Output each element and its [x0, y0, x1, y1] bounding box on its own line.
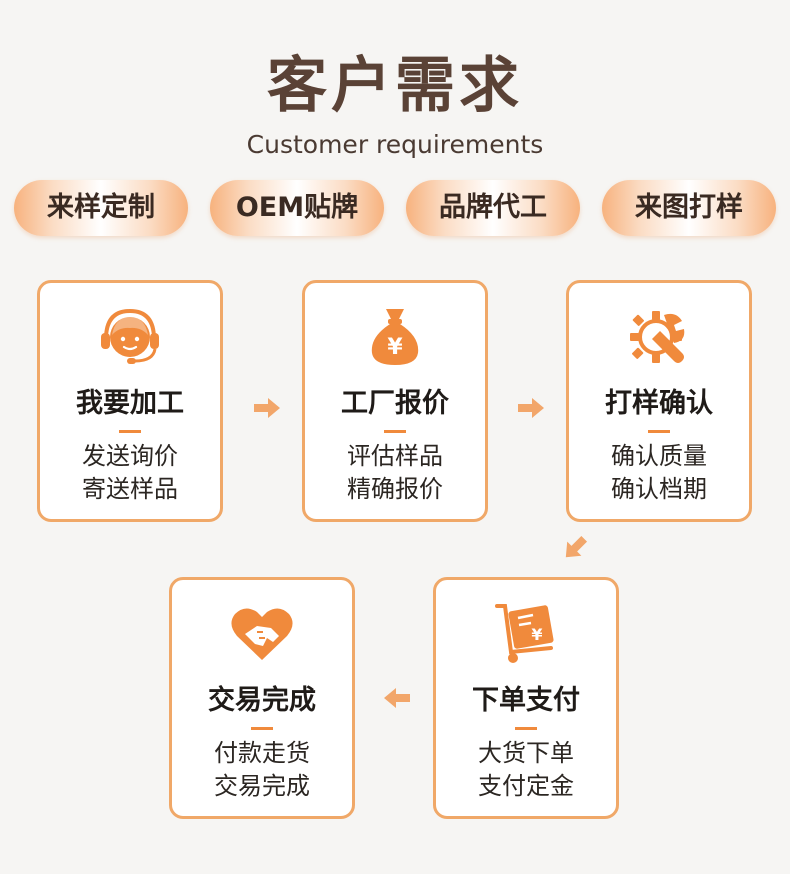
divider [515, 727, 537, 730]
step-title: 打样确认 [605, 388, 713, 419]
step-card-order-payment: ¥ 下单支付 大货下单 支付定金 [433, 577, 619, 819]
divider [648, 430, 670, 433]
gear-wrench-icon [630, 311, 685, 363]
page-title: 客户需求 [267, 51, 523, 121]
step-detail: 确认档期 [611, 475, 707, 503]
page-subtitle: Customer requirements [246, 130, 544, 159]
step-title: 我要加工 [76, 388, 184, 419]
step-detail: 支付定金 [478, 772, 574, 800]
arrow-right-icon [518, 398, 544, 418]
svg-text:¥: ¥ [531, 625, 542, 644]
customer-service-headset-icon [101, 308, 159, 364]
step-detail: 评估样品 [347, 442, 443, 470]
service-tags: 来样定制 OEM贴牌 品牌代工 来图打样 [14, 180, 776, 236]
step-detail: 寄送样品 [82, 475, 178, 503]
step-detail: 精确报价 [347, 475, 443, 503]
step-card-factory-quote: ¥ 工厂报价 评估样品 精确报价 [302, 280, 488, 522]
tag-drawing-sampling: 来图打样 [602, 180, 776, 236]
divider [384, 430, 406, 433]
step-card-sample-confirm: 打样确认 确认质量 确认档期 [566, 280, 752, 522]
step-card-processing-request: 我要加工 发送询价 寄送样品 [37, 280, 223, 522]
divider [251, 727, 273, 730]
svg-text:¥: ¥ [387, 335, 403, 360]
step-title: 下单支付 [472, 685, 580, 716]
money-bag-yen-icon: ¥ [371, 309, 419, 365]
arrow-right-icon [254, 398, 280, 418]
arrow-left-icon [384, 688, 410, 708]
step-detail: 交易完成 [214, 772, 310, 800]
heart-handshake-icon [231, 608, 293, 660]
cart-invoice-yen-icon: ¥ [495, 604, 554, 663]
step-title: 交易完成 [208, 685, 316, 716]
step-detail: 发送询价 [82, 442, 178, 470]
step-detail: 大货下单 [478, 739, 574, 767]
tag-sample-customization: 来样定制 [14, 180, 188, 236]
tag-oem: OEM贴牌 [210, 180, 384, 236]
step-title: 工厂报价 [341, 388, 449, 419]
tag-brand-manufacturing: 品牌代工 [406, 180, 580, 236]
step-card-transaction-complete: 交易完成 付款走货 交易完成 [169, 577, 355, 819]
divider [119, 430, 141, 433]
step-detail: 确认质量 [611, 442, 707, 470]
step-detail: 付款走货 [214, 739, 310, 767]
arrow-down-left-icon [565, 536, 588, 558]
